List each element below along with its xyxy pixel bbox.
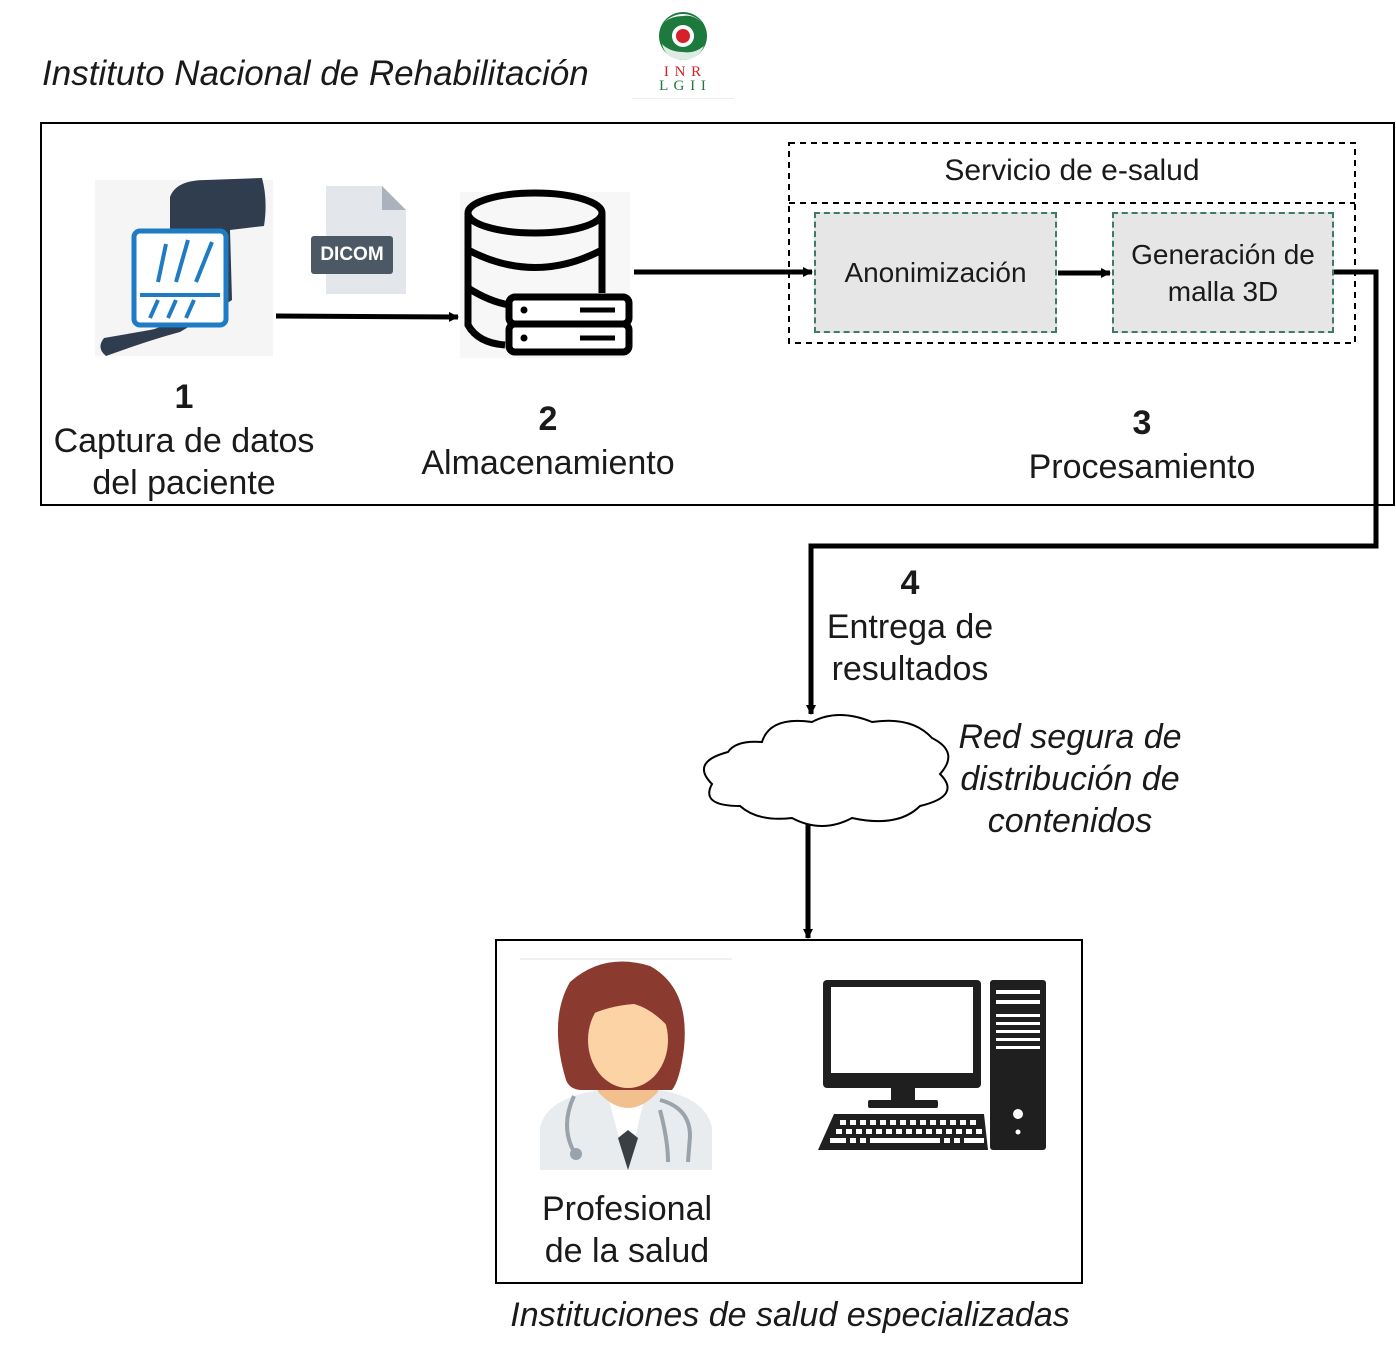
anonymization-box: Anonimización: [814, 212, 1057, 333]
step-1-number: 1: [174, 378, 194, 416]
dicom-file-icon: [311, 186, 406, 294]
pipeline-frame: [40, 122, 1395, 506]
arrow-delivery: [806, 269, 1379, 715]
step-3-label: Procesamiento: [1028, 448, 1256, 486]
anonymization-label: Anonimización: [844, 257, 1027, 288]
arrow-capture-to-storage: [275, 311, 459, 322]
mesh-generation-label-line1: Generación de: [1131, 238, 1315, 270]
step-1-label-line1: Captura de datos: [53, 422, 315, 460]
network-label-line2: distribución de: [960, 760, 1180, 798]
inr-logo: I N R L G I I: [632, 2, 734, 100]
step-3-number: 3: [1132, 404, 1152, 442]
professional-label-line1: Profesional: [541, 1190, 713, 1228]
keyboard-keys: [830, 1120, 984, 1143]
mesh-generation-label-line2: malla 3D: [1167, 275, 1279, 307]
database-server-icon: [460, 189, 633, 358]
mesh-generation-box: Generación de malla 3D: [1112, 212, 1334, 333]
step-1-label-line2: del paciente: [92, 464, 276, 502]
step-4-label-line1: Entrega de: [826, 608, 994, 646]
institutions-caption: Instituciones de salud especializadas: [510, 1296, 1070, 1334]
doctor-icon: [520, 958, 732, 1170]
logo-text-top: I N R: [663, 64, 703, 80]
step-2-label: Almacenamiento: [421, 444, 675, 482]
network-label-line3: contenidos: [987, 802, 1153, 840]
professional-label-line2: de la salud: [544, 1232, 710, 1270]
inr-logo-icon: [632, 12, 734, 99]
secure-network-cloud: [702, 714, 950, 827]
eservice-title: Servicio de e-salud: [944, 154, 1200, 187]
network-label-line1: Red segura de: [958, 718, 1182, 756]
institution-title: Instituto Nacional de Rehabilitación: [42, 54, 589, 93]
step-2-number: 2: [538, 400, 558, 438]
step-4-number: 4: [900, 564, 920, 602]
dicom-badge-label: DICOM: [320, 244, 384, 265]
institutions-frame: [495, 939, 1083, 1284]
step-4-label-line2: resultados: [831, 650, 989, 688]
eservice-frame: [788, 142, 1356, 344]
xray-leg-icon: [95, 178, 273, 356]
logo-text-bottom: L G I I: [659, 78, 707, 94]
